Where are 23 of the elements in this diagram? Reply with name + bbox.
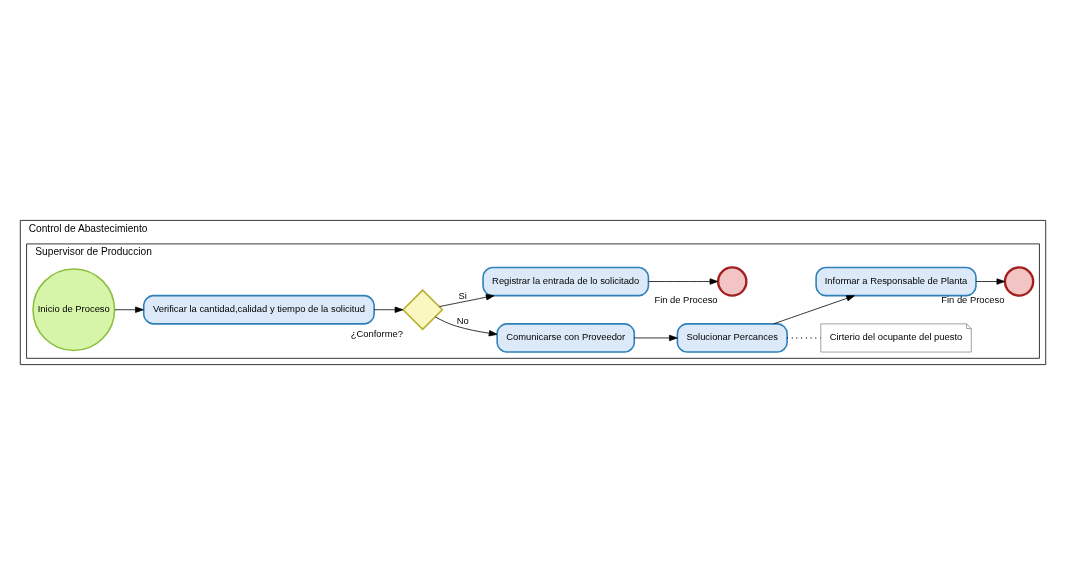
node-box: Comunicarse con Proveedor bbox=[496, 323, 636, 353]
arrow bbox=[373, 306, 404, 313]
arrow bbox=[633, 334, 678, 342]
edge-label: No bbox=[456, 314, 469, 326]
node-diamond bbox=[402, 289, 444, 331]
node-box: Informar a Responsable de Planta bbox=[815, 266, 977, 297]
arrow bbox=[648, 278, 719, 285]
node-box: Verificar la cantidad,calidad y tiempo de la solicitud bbox=[142, 294, 375, 325]
node-label: Fin de Proceso bbox=[654, 294, 718, 306]
connector bbox=[786, 337, 822, 339]
edge-label: Si bbox=[458, 290, 467, 302]
arrow bbox=[773, 295, 855, 325]
node-box: Registrar la entrada de lo solicitado bbox=[482, 266, 650, 297]
arrow bbox=[975, 278, 1006, 285]
arrow bbox=[114, 306, 144, 313]
arrow bbox=[439, 294, 495, 307]
node-circle bbox=[716, 266, 748, 297]
node-label: ¿Conforme? bbox=[350, 327, 403, 339]
node-circle: Inicio de Proceso bbox=[32, 268, 116, 352]
node-label: Fin de Proceso bbox=[941, 294, 1005, 306]
arrow bbox=[434, 316, 498, 337]
node-circle bbox=[1003, 266, 1035, 297]
node-box: Solucionar Percances bbox=[676, 323, 788, 353]
